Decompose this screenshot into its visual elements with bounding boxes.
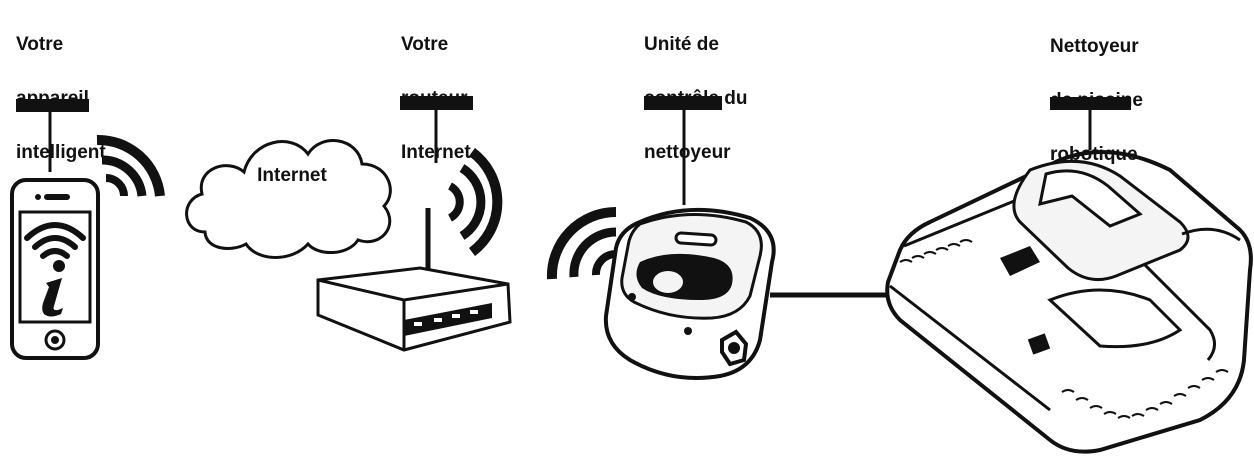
cleaner-connector <box>1050 97 1131 150</box>
cleaner-label-line: Nettoyeur <box>1050 36 1139 57</box>
router-icon <box>316 208 512 352</box>
control-unit-icon <box>603 207 776 380</box>
device-label-line: appareil <box>16 88 89 109</box>
control-unit-connector <box>644 96 722 205</box>
router-label-line: Internet <box>401 142 471 163</box>
control-unit-label-line: contrôle du <box>644 88 748 109</box>
router-label-line: routeur <box>401 88 468 109</box>
router-label-line: Votre <box>401 34 449 55</box>
control-unit-label-line: Unité de <box>644 34 719 55</box>
router-connector <box>400 96 473 163</box>
wifi-icon <box>546 206 617 280</box>
smartphone-icon <box>10 178 100 360</box>
cleaner-label: Nettoyeur de piscine robotique <box>1050 6 1143 195</box>
cleaner-label-line: de piscine <box>1050 90 1143 111</box>
control-unit-label-line: nettoyeur <box>644 142 731 163</box>
pool-robot-icon <box>885 150 1253 454</box>
wifi-icon <box>447 147 503 257</box>
device-label: Votre appareil intelligent <box>16 4 106 193</box>
wifi-icon <box>96 134 165 197</box>
router-label: Votre routeur Internet <box>401 4 471 193</box>
device-connector <box>16 99 89 172</box>
cloud-label: Internet <box>257 165 327 186</box>
cloud-icon <box>185 139 392 259</box>
device-label-line: intelligent <box>16 142 106 163</box>
cleaner-label-line: robotique <box>1050 144 1138 165</box>
device-label-line: Votre <box>16 34 64 55</box>
control-unit-label: Unité de contrôle du nettoyeur <box>644 4 747 193</box>
